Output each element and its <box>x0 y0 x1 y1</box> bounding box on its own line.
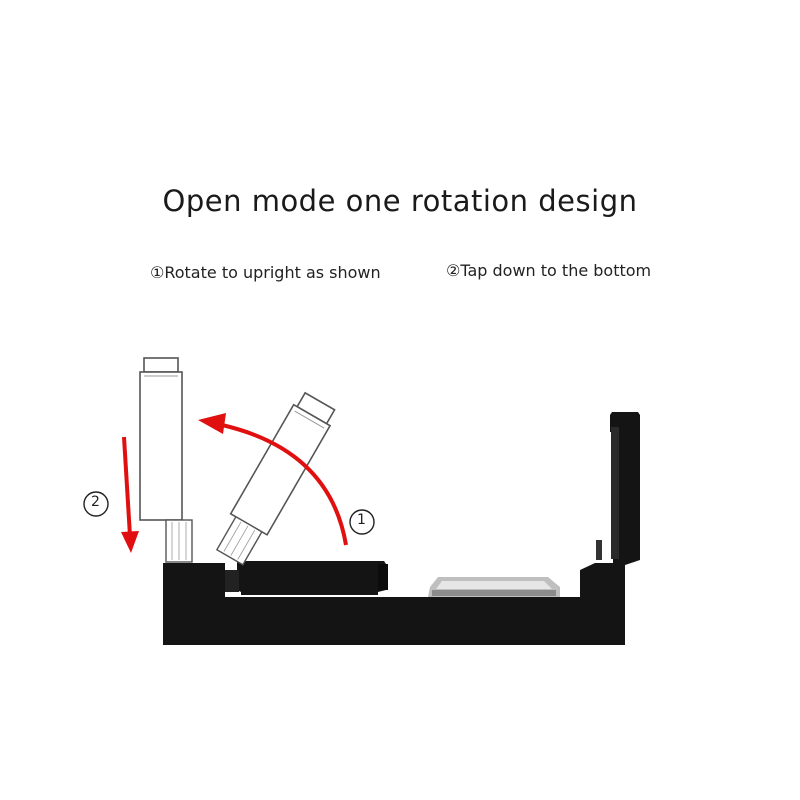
metal-dish-base <box>432 590 556 596</box>
case-tray-tab <box>225 570 239 592</box>
down-arrow-icon <box>121 436 139 553</box>
case-tray-step <box>378 564 388 590</box>
case-hinge <box>596 540 602 560</box>
curved-arrow-icon <box>198 413 348 546</box>
marker-one-label: 1 <box>357 512 366 528</box>
case-left-block <box>163 563 225 593</box>
step-two-caption: ②Tap down to the bottom <box>446 261 652 280</box>
case-tray <box>237 561 386 595</box>
metal-dish-shine <box>436 581 552 589</box>
marker-two-label: 2 <box>91 494 100 510</box>
step-one-caption: ①Rotate to upright as shown <box>150 263 381 282</box>
page-title: Open mode one rotation design <box>162 184 638 218</box>
case-back-wall-edge <box>611 427 619 559</box>
upright-cylinder <box>139 357 193 563</box>
marker-two-circle <box>83 491 109 517</box>
tilted-cylinder <box>215 391 336 566</box>
marker-one-circle <box>349 509 375 535</box>
case-body <box>163 430 640 645</box>
